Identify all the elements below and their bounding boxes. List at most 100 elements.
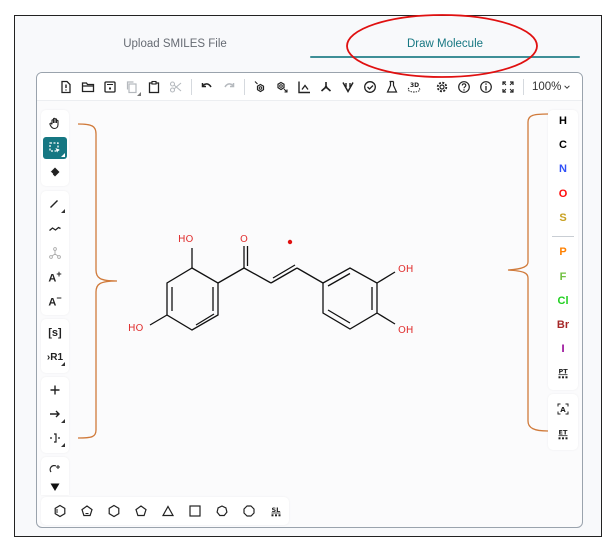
cyclobutane-template-button[interactable] bbox=[181, 500, 208, 522]
any-atom-button[interactable]: A bbox=[548, 399, 578, 419]
select-tool-button[interactable] bbox=[43, 137, 67, 159]
hand-tool-button[interactable] bbox=[43, 112, 67, 134]
cyclohexane-template-button[interactable] bbox=[101, 500, 128, 522]
check-structure-button[interactable] bbox=[359, 76, 381, 98]
charge-minus-label: A− bbox=[48, 293, 62, 309]
redo-button[interactable] bbox=[218, 76, 240, 98]
charge-minus-button[interactable]: A− bbox=[43, 290, 67, 312]
structure-library-button[interactable]: SL bbox=[262, 500, 289, 522]
stereo-icon bbox=[342, 81, 354, 93]
3d-icon: 3D bbox=[407, 82, 421, 93]
save-icon bbox=[104, 80, 116, 93]
layout-button[interactable] bbox=[293, 76, 315, 98]
chain-tool-button[interactable] bbox=[43, 218, 67, 240]
undo-icon bbox=[201, 82, 212, 87]
extended-table-button[interactable]: ET bbox=[548, 424, 578, 444]
cyclopropane-template-button[interactable] bbox=[155, 500, 182, 522]
r-group-tool-button[interactable]: ›R1 bbox=[43, 346, 67, 368]
zoom-value: 100% bbox=[532, 80, 562, 93]
left-toolbar-group-drawing: A+ A− bbox=[41, 191, 69, 315]
periodic-table-button[interactable]: PT bbox=[548, 363, 578, 383]
dearomatize-button[interactable] bbox=[271, 76, 293, 98]
left-toolbar-group-groups: [s] ›R1 bbox=[41, 319, 69, 373]
atom-f-button[interactable]: F bbox=[559, 271, 567, 283]
aromatize-icon bbox=[254, 80, 265, 92]
clipboard-icon bbox=[148, 80, 160, 93]
atom-br-button[interactable]: Br bbox=[556, 319, 570, 331]
cycloheptane-template-button[interactable] bbox=[208, 500, 235, 522]
atom-n-button[interactable]: N bbox=[559, 163, 567, 175]
atom-o-button[interactable]: O bbox=[558, 188, 568, 200]
fullscreen-button[interactable] bbox=[497, 76, 519, 98]
reaction-arrow-button[interactable] bbox=[43, 403, 67, 425]
undo-button[interactable] bbox=[196, 76, 218, 98]
template-tool-button[interactable] bbox=[43, 242, 67, 264]
tab-draw-molecule[interactable]: Draw Molecule bbox=[406, 38, 484, 50]
benzene-template-button[interactable] bbox=[47, 500, 74, 522]
fullscreen-icon bbox=[502, 80, 514, 93]
monomer-template-icon bbox=[49, 247, 61, 259]
more-tools-toggle[interactable] bbox=[43, 478, 67, 496]
atom-h-button[interactable]: H bbox=[559, 115, 567, 127]
calculate-cip-button[interactable] bbox=[337, 76, 359, 98]
atom-cl-button[interactable]: Cl bbox=[557, 295, 569, 307]
dropdown-corner-icon bbox=[61, 209, 65, 213]
scissors-icon bbox=[169, 80, 182, 93]
toolbar-divider bbox=[191, 78, 192, 95]
zoom-dropdown[interactable]: 100% bbox=[532, 81, 571, 93]
bottom-toolbar-templates: SL bbox=[41, 497, 289, 525]
open-button[interactable] bbox=[77, 76, 99, 98]
copy-button[interactable] bbox=[121, 76, 143, 98]
svg-text:PT: PT bbox=[559, 368, 569, 376]
clean-button[interactable] bbox=[315, 76, 337, 98]
save-button[interactable] bbox=[99, 76, 121, 98]
about-button[interactable] bbox=[475, 76, 497, 98]
atom-s-button[interactable]: S bbox=[559, 212, 567, 224]
clear-canvas-button[interactable] bbox=[55, 76, 77, 98]
cut-button[interactable] bbox=[165, 76, 187, 98]
atom-p-button[interactable]: P bbox=[559, 246, 567, 258]
svg-text:ET: ET bbox=[559, 429, 568, 437]
r-group-label: ›R1 bbox=[46, 351, 64, 363]
cyclopentane-template-button[interactable] bbox=[128, 500, 155, 522]
atom-i-button[interactable]: I bbox=[561, 343, 565, 355]
reaction-mapping-button[interactable] bbox=[43, 427, 67, 449]
help-button[interactable] bbox=[453, 76, 475, 98]
charge-plus-label: A+ bbox=[48, 269, 62, 285]
analyse-button[interactable] bbox=[381, 76, 403, 98]
cyclopentadiene-template-button[interactable] bbox=[74, 500, 101, 522]
redo-icon bbox=[224, 82, 235, 87]
left-toolbar-group-selection bbox=[41, 110, 69, 186]
reaction-plus-button[interactable] bbox=[43, 379, 67, 401]
arrow-right-icon bbox=[50, 410, 60, 418]
svg-text:SL: SL bbox=[271, 506, 280, 514]
atom-c-button[interactable]: C bbox=[559, 139, 567, 151]
any-atom-icon: A bbox=[557, 403, 569, 415]
dropdown-corner-icon bbox=[61, 419, 65, 423]
cyclooctane-template-button[interactable] bbox=[235, 500, 262, 522]
settings-button[interactable] bbox=[431, 76, 453, 98]
right-toolbar-extended: A ET bbox=[548, 394, 578, 450]
tab-upload-smiles-file[interactable]: Upload SMILES File bbox=[123, 38, 227, 50]
s-group-label: [s] bbox=[48, 327, 62, 339]
right-toolbar-atoms: H C N O S P F Cl Br I PT bbox=[548, 110, 578, 390]
rotate-tool-button[interactable] bbox=[43, 458, 67, 480]
single-bond-tool-button[interactable] bbox=[43, 193, 67, 215]
3d-viewer-button[interactable]: 3D bbox=[403, 76, 425, 98]
check-circle-icon bbox=[364, 80, 376, 93]
octagon-icon bbox=[243, 505, 255, 517]
s-group-tool-button[interactable]: [s] bbox=[43, 322, 67, 344]
periodic-table-icon: PT bbox=[558, 368, 569, 379]
erase-tool-button[interactable] bbox=[43, 161, 67, 183]
bond-icon bbox=[50, 200, 58, 208]
heptagon-icon bbox=[216, 505, 228, 517]
structure-library-icon: SL bbox=[271, 506, 281, 517]
hexagon-icon bbox=[108, 504, 120, 518]
rotate-icon bbox=[49, 464, 60, 473]
hand-icon bbox=[49, 117, 59, 130]
aromatize-button[interactable] bbox=[249, 76, 271, 98]
folder-open-icon bbox=[81, 81, 95, 92]
paste-button[interactable] bbox=[143, 76, 165, 98]
benzene-icon bbox=[55, 504, 66, 518]
charge-plus-button[interactable]: A+ bbox=[43, 266, 67, 288]
